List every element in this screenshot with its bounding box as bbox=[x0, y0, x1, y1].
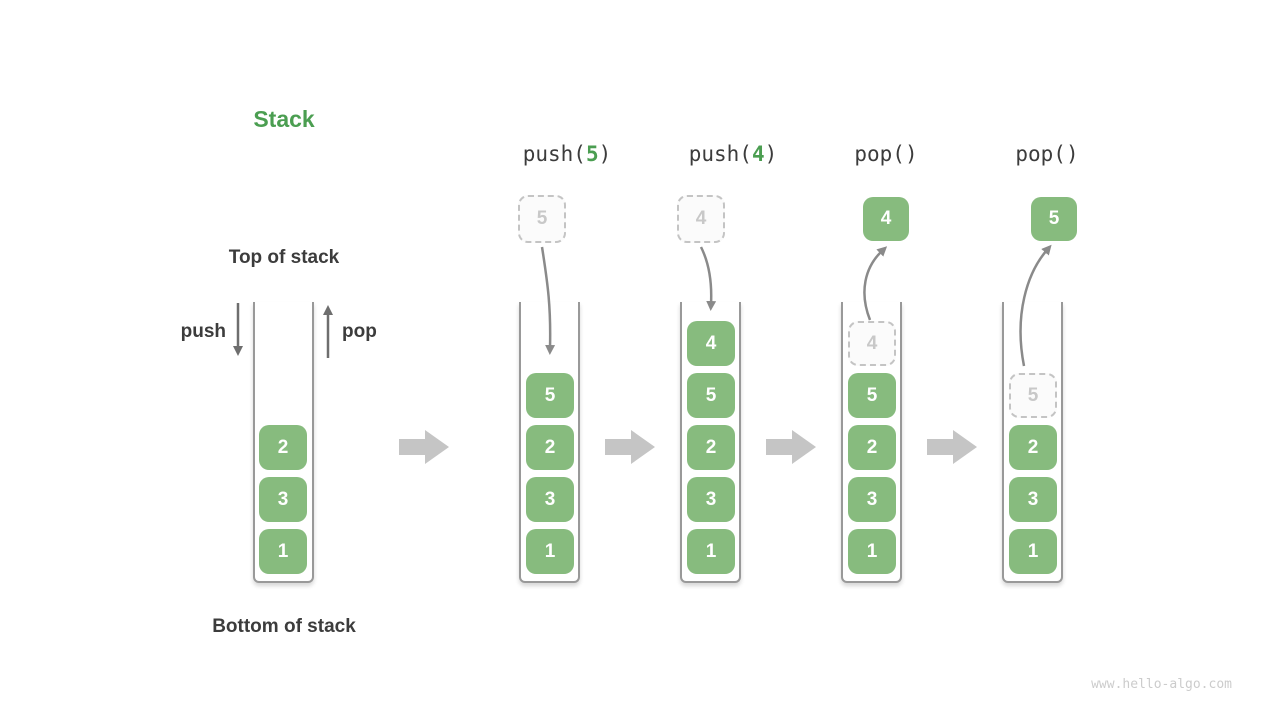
op-label-pop-2: pop() bbox=[962, 142, 1132, 166]
op-suffix: ) bbox=[1065, 142, 1079, 166]
op-suffix: ) bbox=[904, 142, 918, 166]
op-label-push-5: push(5) bbox=[482, 142, 652, 166]
op-arg: 4 bbox=[751, 142, 765, 166]
stack-element: 1 bbox=[848, 529, 896, 574]
stack-element: 3 bbox=[687, 477, 735, 522]
stack-element: 5 bbox=[526, 373, 574, 418]
stack-element: 3 bbox=[848, 477, 896, 522]
op-prefix: push( bbox=[522, 142, 586, 166]
stack-element: 2 bbox=[259, 425, 307, 470]
op-suffix: ) bbox=[764, 142, 778, 166]
op-prefix: pop( bbox=[1015, 142, 1066, 166]
stack-element: 1 bbox=[1009, 529, 1057, 574]
stack-element: 4 bbox=[687, 321, 735, 366]
push-4-curve-arrow-icon bbox=[699, 246, 717, 311]
stack-element: 2 bbox=[1009, 425, 1057, 470]
removed-element-ghost: 5 bbox=[1009, 373, 1057, 418]
stack-element: 3 bbox=[526, 477, 574, 522]
removed-element-ghost: 4 bbox=[848, 321, 896, 366]
op-arg: 5 bbox=[585, 142, 599, 166]
popped-element: 5 bbox=[1031, 197, 1077, 241]
op-suffix: ) bbox=[598, 142, 612, 166]
next-state-arrow-icon bbox=[399, 430, 449, 464]
op-label-push-4: push(4) bbox=[648, 142, 818, 166]
diagram-title: Stack bbox=[253, 106, 315, 132]
pop-label: pop bbox=[342, 321, 377, 342]
op-label-pop-1: pop() bbox=[801, 142, 971, 166]
incoming-element-ghost: 4 bbox=[677, 195, 725, 243]
top-of-stack-label: Top of stack bbox=[228, 247, 340, 268]
popped-element: 4 bbox=[863, 197, 909, 241]
next-state-arrow-icon bbox=[605, 430, 655, 464]
stack-element: 3 bbox=[1009, 477, 1057, 522]
op-prefix: pop( bbox=[854, 142, 905, 166]
stack-element: 2 bbox=[848, 425, 896, 470]
push-label: push bbox=[180, 321, 226, 342]
stack-element: 2 bbox=[526, 425, 574, 470]
next-state-arrow-icon bbox=[927, 430, 977, 464]
stack-element: 1 bbox=[687, 529, 735, 574]
watermark: www.hello-algo.com bbox=[1091, 677, 1232, 692]
stack-element: 3 bbox=[259, 477, 307, 522]
stack-element: 2 bbox=[687, 425, 735, 470]
stack-element: 5 bbox=[687, 373, 735, 418]
stack-element: 1 bbox=[259, 529, 307, 574]
stack-element: 5 bbox=[848, 373, 896, 418]
op-prefix: push( bbox=[688, 142, 752, 166]
bottom-of-stack-label: Bottom of stack bbox=[212, 616, 356, 637]
next-state-arrow-icon bbox=[766, 430, 816, 464]
incoming-element-ghost: 5 bbox=[518, 195, 566, 243]
stack-element: 1 bbox=[526, 529, 574, 574]
